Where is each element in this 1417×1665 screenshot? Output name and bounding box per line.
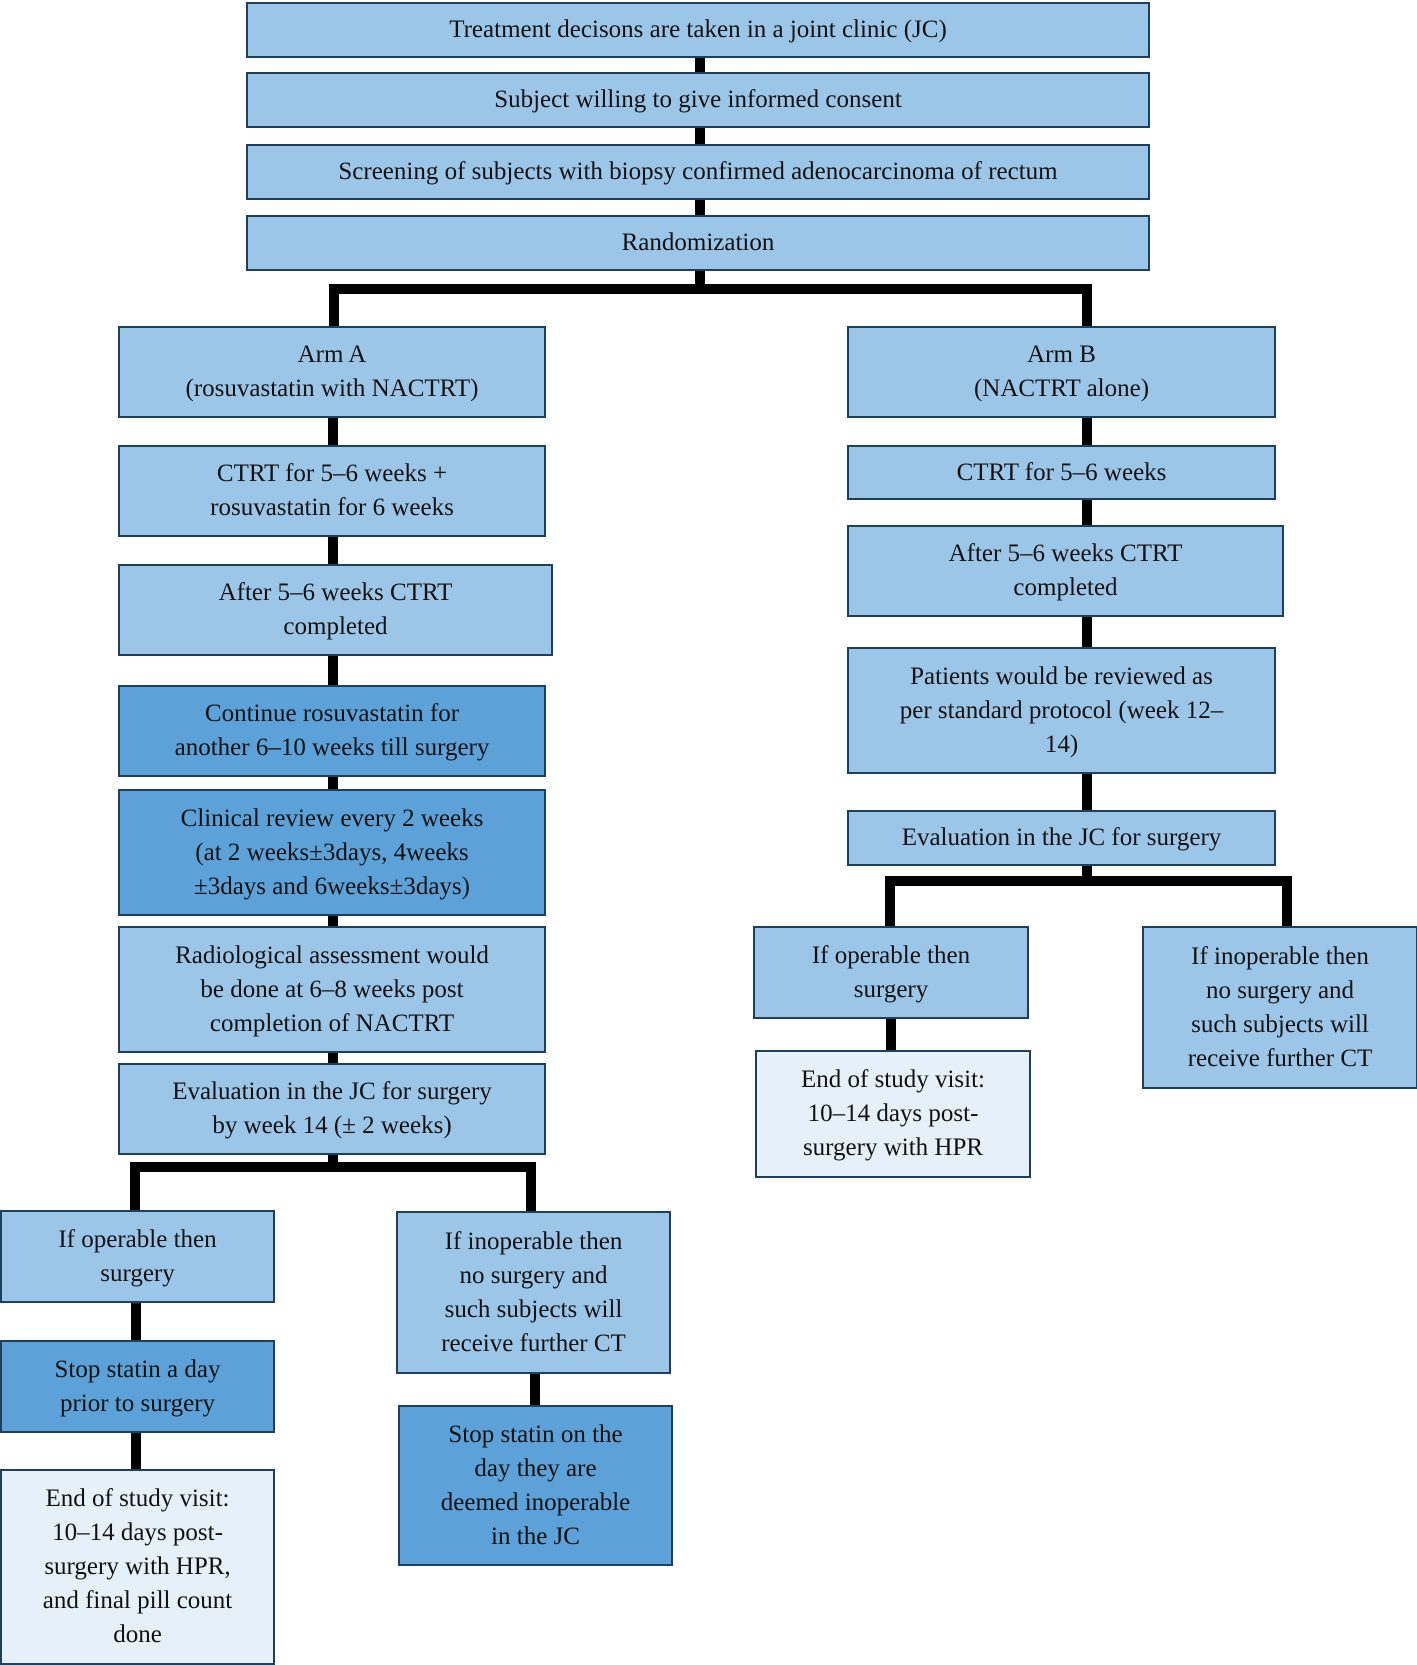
connector-line: [328, 776, 338, 790]
arm-a-stop-statin-surgery-box: Stop statin a day prior to surgery: [0, 1340, 275, 1433]
connector-line: [130, 1162, 140, 1212]
arm-a-evaluation-box: Evaluation in the JC for surgery by week…: [118, 1063, 546, 1155]
randomization-box: Randomization: [246, 215, 1150, 271]
connector-line: [695, 270, 705, 288]
arm-b-evaluation-box: Evaluation in the JC for surgery: [847, 810, 1276, 866]
connector-line: [1082, 772, 1092, 812]
connector-line: [1082, 284, 1092, 328]
connector-line: [328, 1152, 338, 1170]
arm-b-operable-box: If operable then surgery: [753, 926, 1029, 1019]
arm-b-ctrt-completed-box: After 5–6 weeks CTRT completed: [847, 525, 1284, 617]
arm-a-header: Arm A (rosuvastatin with NACTRT): [118, 326, 546, 418]
connector-line: [328, 416, 338, 446]
arm-a-continue-rosuvastatin-box: Continue rosuvastatin for another 6–10 w…: [118, 685, 546, 777]
arm-a-clinical-review-box: Clinical review every 2 weeks (at 2 week…: [118, 789, 546, 916]
connector-line: [695, 199, 705, 215]
connector-line: [1082, 498, 1092, 528]
arm-a-operable-box: If operable then surgery: [0, 1210, 275, 1303]
arm-b-header: Arm B (NACTRT alone): [847, 326, 1276, 418]
connector-line: [885, 876, 895, 928]
connector-line: [885, 876, 1292, 886]
arm-a-ctrt-box: CTRT for 5–6 weeks + rosuvastatin for 6 …: [118, 445, 546, 537]
connector-line: [1282, 876, 1292, 928]
arm-a-inoperable-box: If inoperable then no surgery and such s…: [396, 1211, 671, 1374]
arm-b-standard-review-box: Patients would be reviewed as per standa…: [847, 647, 1276, 774]
arm-a-radiological-box: Radiological assessment would be done at…: [118, 926, 546, 1053]
connector-line: [328, 914, 338, 928]
connector-line: [328, 1052, 338, 1066]
connector-line: [695, 56, 705, 72]
joint-clinic-box: Treatment decisons are taken in a joint …: [246, 2, 1150, 58]
connector-line: [1082, 616, 1092, 650]
arm-a-ctrt-completed-box: After 5–6 weeks CTRT completed: [118, 564, 553, 656]
informed-consent-box: Subject willing to give informed consent: [246, 72, 1150, 128]
connector-line: [329, 284, 339, 328]
connector-line: [695, 128, 705, 144]
connector-line: [886, 1018, 896, 1052]
arm-a-end-of-study-box: End of study visit: 10–14 days post- sur…: [0, 1469, 275, 1665]
screening-box: Screening of subjects with biopsy confir…: [246, 144, 1150, 200]
arm-b-inoperable-box: If inoperable then no surgery and such s…: [1142, 926, 1417, 1089]
connector-line: [131, 1432, 141, 1472]
arm-b-end-of-study-box: End of study visit: 10–14 days post- sur…: [755, 1050, 1031, 1178]
connector-line: [131, 1302, 141, 1342]
connector-line: [329, 284, 1091, 294]
connector-line: [1082, 864, 1092, 884]
connector-line: [526, 1162, 536, 1212]
connector-line: [530, 1372, 540, 1408]
connector-line: [1082, 416, 1092, 446]
arm-b-ctrt-box: CTRT for 5–6 weeks: [847, 445, 1276, 500]
arm-a-stop-statin-inoperable-box: Stop statin on the day they are deemed i…: [398, 1405, 673, 1566]
connector-line: [328, 656, 338, 686]
connector-line: [130, 1162, 536, 1172]
connector-line: [328, 536, 338, 566]
